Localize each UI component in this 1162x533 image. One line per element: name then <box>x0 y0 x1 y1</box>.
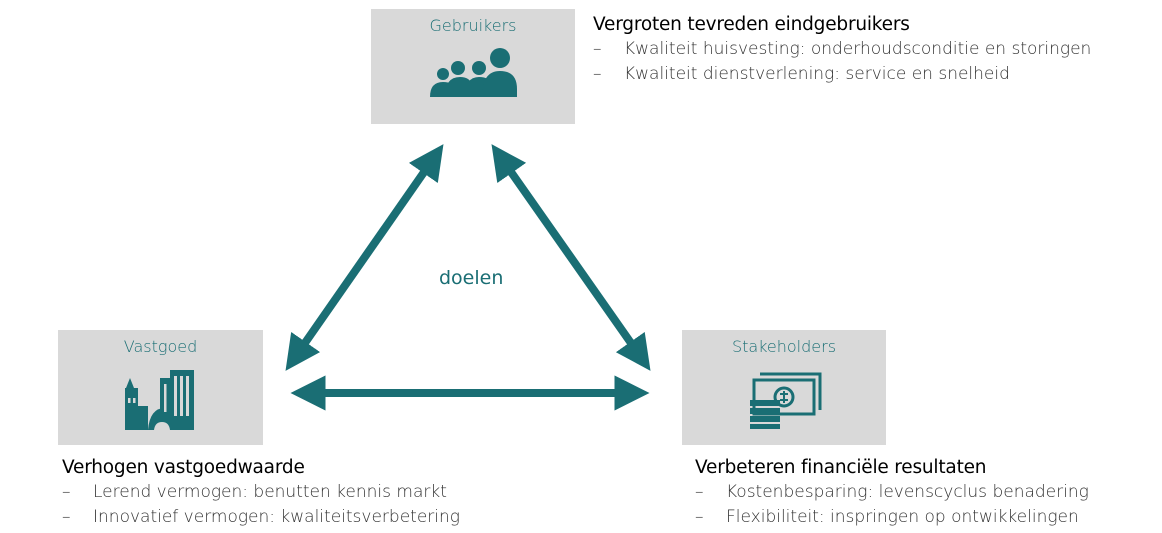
goal-gebruikers: Vergroten tevreden eindgebruikers –Kwali… <box>593 13 1091 87</box>
people-group-icon <box>430 48 517 97</box>
money-icon <box>750 372 822 429</box>
node-stakeholders: Stakeholders <box>682 330 886 445</box>
center-label: doelen <box>439 267 504 289</box>
goal-stakeholders-item: –Kostenbesparing: levenscyclus benaderin… <box>695 482 1089 502</box>
goal-vastgoed-item: –Innovatief vermogen: kwaliteitsverbeter… <box>62 507 460 527</box>
node-vastgoed: Vastgoed <box>58 330 263 445</box>
node-vastgoed-label: Vastgoed <box>123 337 198 356</box>
arrow-gebruikers-stakeholders <box>491 144 651 371</box>
goal-stakeholders: Verbeteren financiële resultaten –Kosten… <box>695 456 1089 530</box>
goal-gebruikers-title: Vergroten tevreden eindgebruikers <box>593 14 910 35</box>
goal-vastgoed: Verhogen vastgoedwaarde –Lerend vermogen… <box>62 456 460 530</box>
goal-stakeholders-item: –Flexibiliteit: inspringen op ontwikkeli… <box>695 507 1079 527</box>
goal-vastgoed-item: –Lerend vermogen: benutten kennis markt <box>62 482 447 502</box>
node-gebruikers: Gebruikers <box>371 9 575 124</box>
buildings-icon <box>125 370 194 430</box>
goal-gebruikers-item: –Kwaliteit dienstverlening: service en s… <box>593 64 1010 84</box>
goal-gebruikers-item: –Kwaliteit huisvesting: onderhoudscondit… <box>593 39 1092 59</box>
arrow-gebruikers-vastgoed <box>285 144 444 371</box>
goal-vastgoed-title: Verhogen vastgoedwaarde <box>62 457 305 478</box>
node-gebruikers-label: Gebruikers <box>429 16 517 35</box>
node-stakeholders-label: Stakeholders <box>731 337 837 356</box>
goal-stakeholders-title: Verbeteren financiële resultaten <box>695 457 987 478</box>
